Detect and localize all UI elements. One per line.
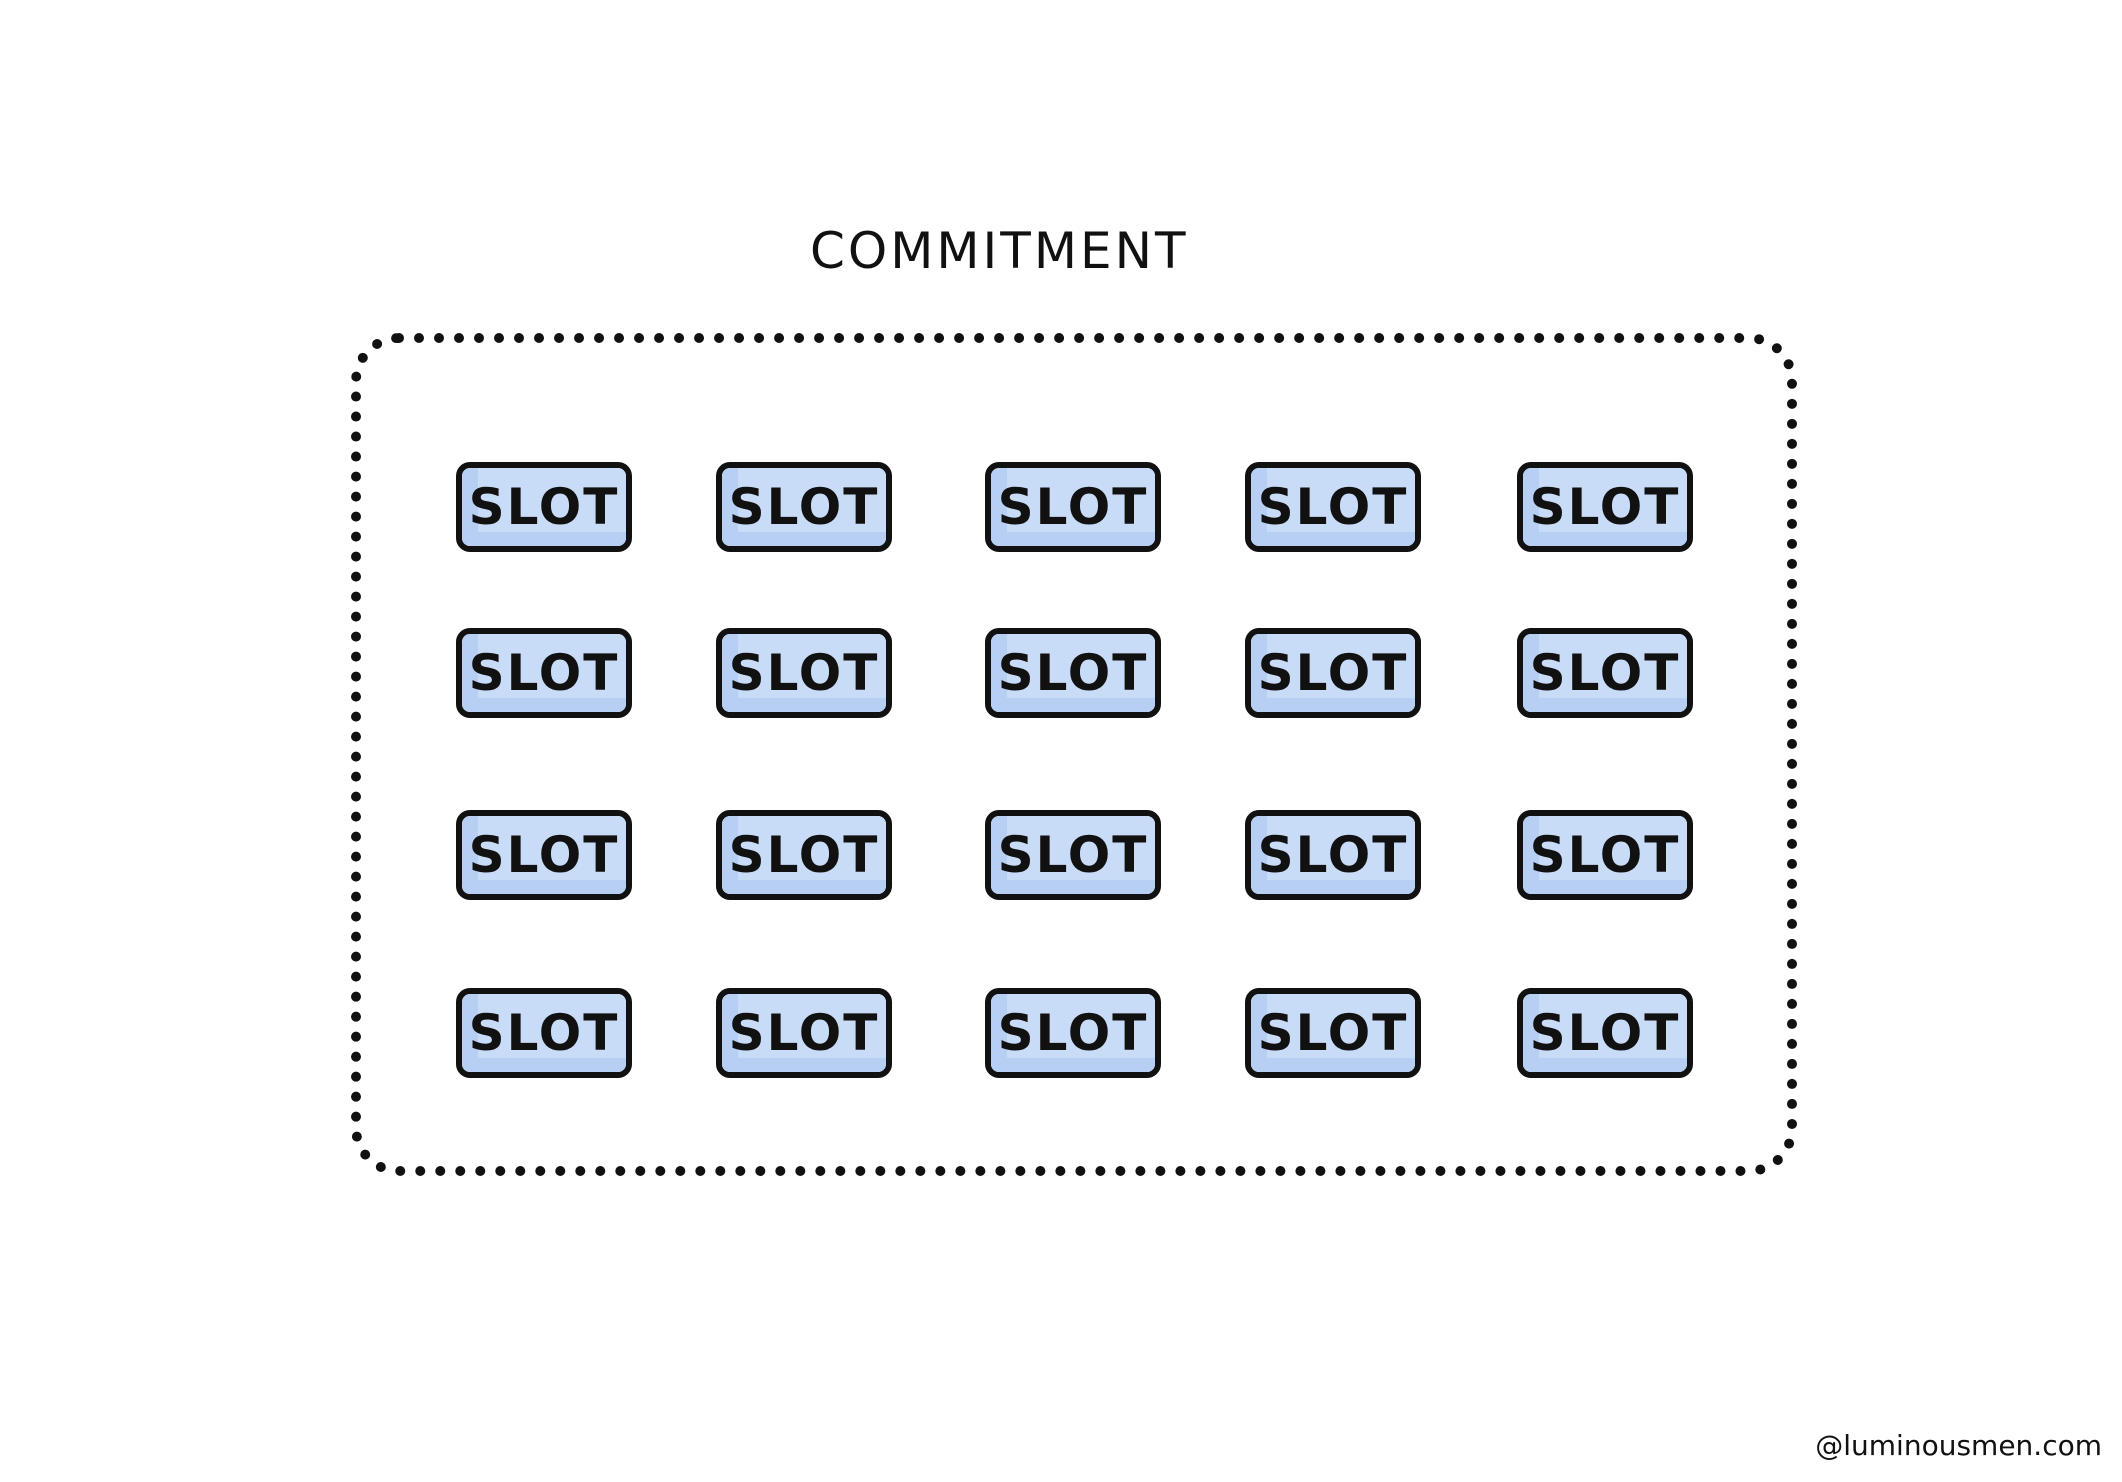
slot-fill-edge [722,880,886,894]
slot-fill-edge [462,532,626,546]
slot-fill-edge [1251,634,1267,712]
slot-r1-c5[interactable]: SLOT [1517,462,1693,552]
slot-fill-edge [722,1058,886,1072]
slot-fill-edge [462,994,478,1072]
slot-r1-c3[interactable]: SLOT [985,462,1161,552]
slot-fill-edge [462,816,478,894]
slot-label: SLOT [997,826,1149,884]
slot-label: SLOT [728,644,880,702]
slot-fill-edge [991,634,1007,712]
slot-fill-edge [1523,532,1687,546]
slot-label: SLOT [997,644,1149,702]
slot-r4-c5[interactable]: SLOT [1517,988,1693,1078]
author-credit: @luminousmen.com [1815,1429,2102,1462]
slot-label: SLOT [468,826,620,884]
slot-fill-edge [1251,468,1267,546]
slot-label: SLOT [1529,644,1681,702]
slot-label: SLOT [997,478,1149,536]
slot-fill-edge [991,698,1155,712]
slot-r2-c4[interactable]: SLOT [1245,628,1421,718]
slot-fill-edge [1251,816,1267,894]
slot-fill-edge [722,532,886,546]
slot-fill-edge [462,468,478,546]
slot-label: SLOT [468,644,620,702]
slot-fill-edge [462,634,478,712]
slot-fill-edge [1251,1058,1415,1072]
slot-fill-edge [722,816,738,894]
commitment-boundary [351,333,1797,1176]
slot-r2-c3[interactable]: SLOT [985,628,1161,718]
slot-fill-edge [1523,1058,1687,1072]
slot-fill-edge [1251,994,1267,1072]
slot-label: SLOT [728,1004,880,1062]
slot-fill-edge [722,698,886,712]
slot-fill-edge [991,816,1007,894]
slot-fill-edge [722,634,738,712]
slot-r3-c4[interactable]: SLOT [1245,810,1421,900]
slot-r4-c1[interactable]: SLOT [456,988,632,1078]
slot-r4-c4[interactable]: SLOT [1245,988,1421,1078]
slot-r2-c5[interactable]: SLOT [1517,628,1693,718]
slot-fill-edge [462,1058,626,1072]
slot-fill-edge [1523,994,1539,1072]
slot-label: SLOT [728,826,880,884]
slot-label: SLOT [1529,826,1681,884]
slot-fill-edge [1523,468,1539,546]
slot-fill-edge [991,468,1007,546]
slot-label: SLOT [1529,478,1681,536]
slot-r1-c4[interactable]: SLOT [1245,462,1421,552]
slot-fill-edge [991,880,1155,894]
slot-label: SLOT [468,1004,620,1062]
slot-r3-c3[interactable]: SLOT [985,810,1161,900]
slot-r1-c2[interactable]: SLOT [716,462,892,552]
slot-r3-c5[interactable]: SLOT [1517,810,1693,900]
slot-fill-edge [1251,532,1415,546]
slot-label: SLOT [728,478,880,536]
slot-label: SLOT [1257,826,1409,884]
slot-fill-edge [991,994,1007,1072]
slot-fill-edge [1251,698,1415,712]
slot-fill-edge [991,532,1155,546]
slot-fill-edge [1523,634,1539,712]
slot-r3-c1[interactable]: SLOT [456,810,632,900]
slot-fill-edge [1523,698,1687,712]
slot-fill-edge [1523,816,1539,894]
slot-fill-edge [991,1058,1155,1072]
slot-fill-edge [1251,880,1415,894]
slot-r3-c2[interactable]: SLOT [716,810,892,900]
slot-r2-c1[interactable]: SLOT [456,628,632,718]
slot-fill-edge [462,698,626,712]
slot-r4-c3[interactable]: SLOT [985,988,1161,1078]
slot-fill-edge [462,880,626,894]
slot-label: SLOT [1529,1004,1681,1062]
slot-label: SLOT [468,478,620,536]
slot-r4-c2[interactable]: SLOT [716,988,892,1078]
slot-fill-edge [722,994,738,1072]
page-title: COMMITMENT [810,222,1189,280]
slot-label: SLOT [1257,1004,1409,1062]
slot-fill-edge [722,468,738,546]
slot-r1-c1[interactable]: SLOT [456,462,632,552]
slot-fill-edge [1523,880,1687,894]
slot-r2-c2[interactable]: SLOT [716,628,892,718]
slot-label: SLOT [1257,644,1409,702]
slot-label: SLOT [997,1004,1149,1062]
slot-label: SLOT [1257,478,1409,536]
